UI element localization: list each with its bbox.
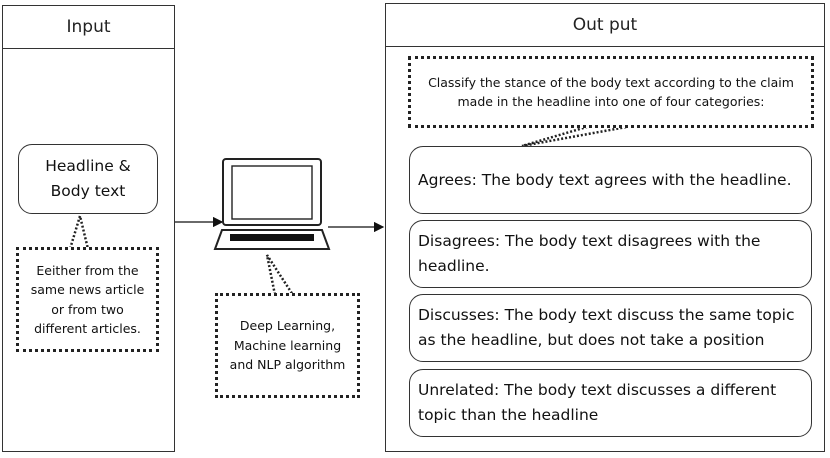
source-note-line-3: or from two (51, 301, 124, 317)
source-note-pointer (68, 211, 90, 251)
process-note-line-1: Deep Learning, (239, 318, 336, 334)
category-disagrees-line-1: Disagrees: The body text disagrees with … (418, 232, 761, 251)
instruction-callout: Classify the stance of the body text acc… (408, 56, 814, 128)
output-panel-header: Out put (386, 4, 824, 47)
headline-body-line-1: Headline & (45, 157, 131, 176)
process-note-callout: Deep Learning, Machine learning and NLP … (215, 293, 360, 398)
process-note-line-3: and NLP algorithm (229, 357, 346, 373)
category-disagrees-line-2: headline. (418, 257, 490, 275)
source-note-callout: Eeither from the same news article or fr… (16, 247, 159, 352)
instruction-line-1: Classify the stance of the body text acc… (428, 74, 794, 90)
category-agrees: Agrees: The body text agrees with the he… (409, 146, 812, 214)
category-unrelated-line-1: Unrelated: The body text discusses a dif… (418, 381, 777, 400)
headline-body-line-2: Body text (50, 182, 126, 200)
category-discusses: Discusses: The body text discuss the sam… (409, 294, 812, 362)
instruction-line-2: made in the headline into one of four ca… (457, 94, 765, 109)
source-note-line-1: Eeither from the (36, 262, 139, 278)
category-discusses-line-1: Discusses: The body text discuss the sam… (418, 306, 795, 325)
input-panel-header: Input (3, 6, 174, 49)
source-note-line-2: same news article (30, 282, 145, 298)
category-disagrees: Disagrees: The body text disagrees with … (409, 220, 812, 288)
input-panel-title: Input (66, 17, 111, 37)
category-agrees-line-1: Agrees: The body text agrees with the he… (418, 170, 792, 189)
source-note-line-4: different articles. (34, 320, 141, 336)
input-panel: Input (2, 5, 175, 452)
category-discusses-line-2: as the headline, but does not take a pos… (418, 331, 765, 349)
headline-body-box: Headline & Body text (18, 144, 158, 214)
process-note-pointer (265, 254, 296, 297)
process-note-line-2: Machine learning (233, 337, 342, 353)
category-unrelated: Unrelated: The body text discusses a dif… (409, 369, 812, 437)
instruction-pointer (521, 124, 633, 148)
output-panel-title: Out put (572, 15, 638, 35)
category-unrelated-line-2: topic than the headline (418, 406, 599, 424)
laptop-icon (213, 158, 331, 250)
